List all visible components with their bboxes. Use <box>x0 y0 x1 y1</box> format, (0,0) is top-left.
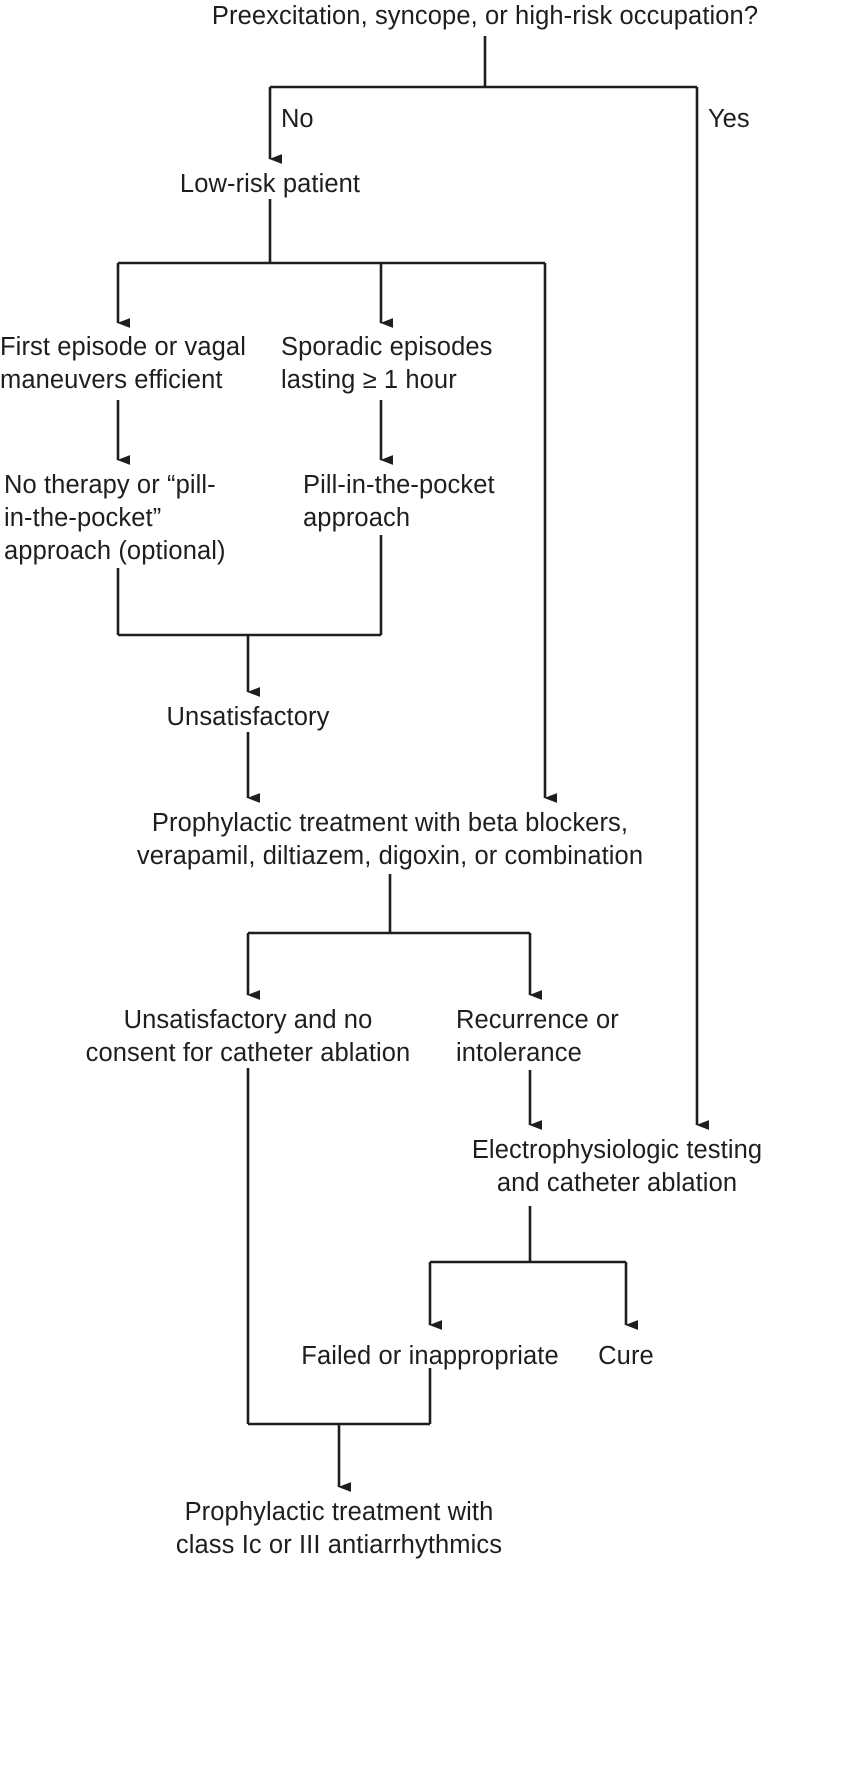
node-no-therapy: No therapy or “pill- in-the-pocket” appr… <box>4 471 226 565</box>
edge-label-no: No <box>281 105 314 133</box>
edge-label-yes: Yes <box>708 105 750 133</box>
node-root: Preexcitation, syncope, or high-risk occ… <box>211 2 759 30</box>
node-sporadic-episodes: Sporadic episodes lasting ≥ 1 hour <box>281 333 493 394</box>
node-low-risk-patient: Low-risk patient <box>179 170 361 198</box>
node-cure: Cure <box>598 1342 654 1370</box>
node-prophylactic-treatment: Prophylactic treatment with beta blocker… <box>136 809 644 870</box>
node-failed-or-inappropriate: Failed or inappropriate <box>301 1342 559 1370</box>
node-first-episode: First episode or vagal maneuvers efficie… <box>0 333 246 394</box>
node-unsatisfactory-no-consent: Unsatisfactory and no consent for cathet… <box>85 1006 411 1067</box>
node-electrophysiologic-testing: Electrophysiologic testing and catheter … <box>471 1136 763 1197</box>
node-recurrence-intolerance: Recurrence or intolerance <box>456 1006 619 1067</box>
node-unsatisfactory: Unsatisfactory <box>166 703 330 731</box>
node-pill-in-the-pocket: Pill-in-the-pocket approach <box>303 471 495 532</box>
node-class-ic-antiarrhythmics: Prophylactic treatment with class Ic or … <box>175 1498 503 1559</box>
